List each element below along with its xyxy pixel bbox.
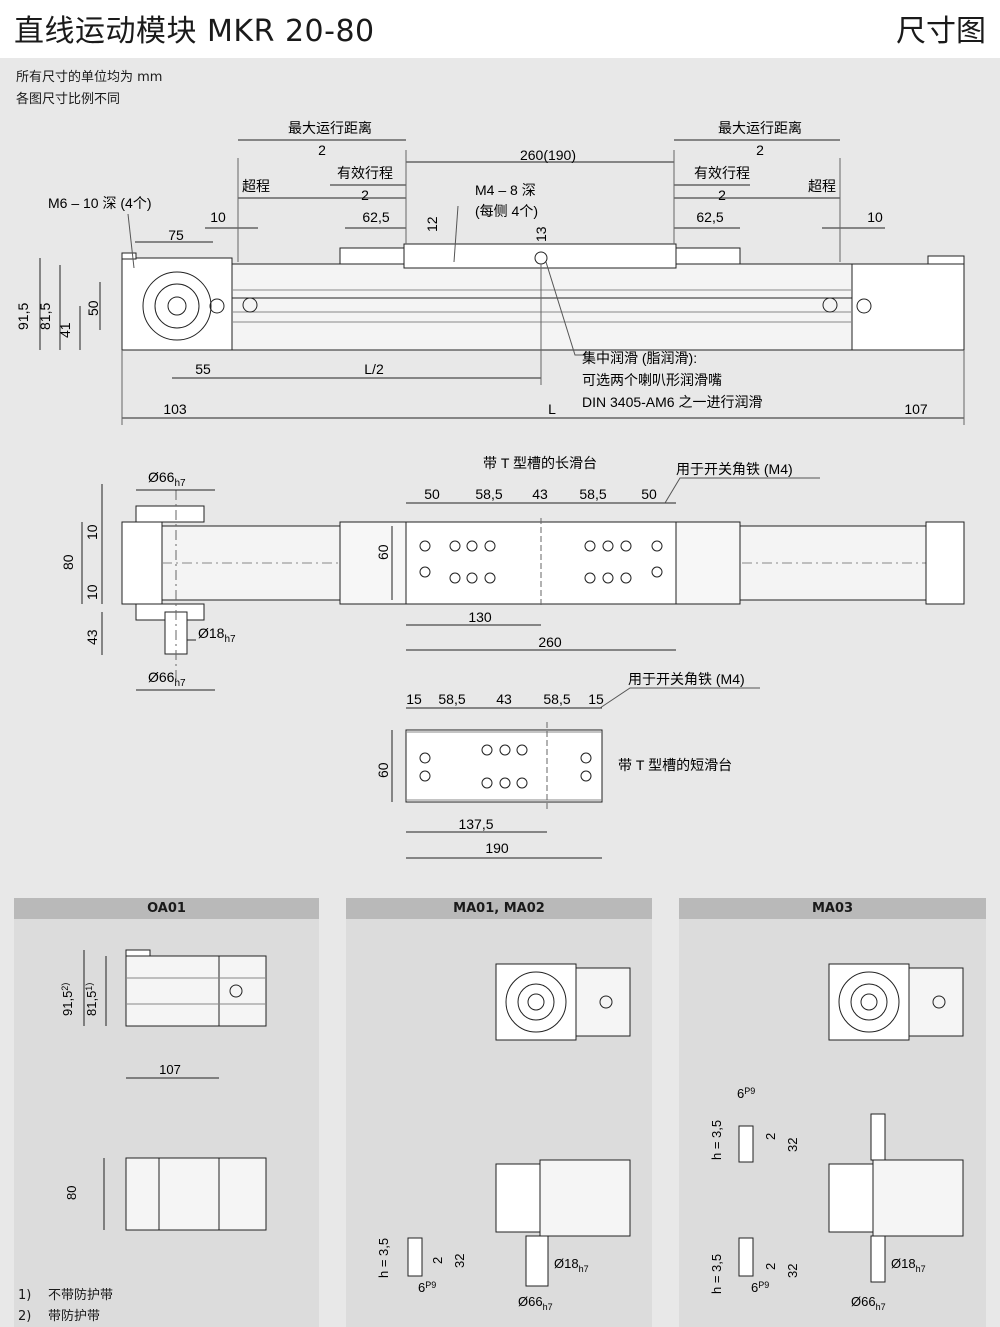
unit-note: 所有尺寸的单位均为 mm bbox=[16, 70, 163, 85]
ma03-dim-32-bottom: 32 bbox=[785, 1264, 800, 1278]
ma01-drawing: h = 3,5 2 32 6P9 Ø18h7 Ø66h7 bbox=[376, 963, 631, 1312]
lube-note-1: 集中润滑 (脂润滑): bbox=[582, 350, 697, 366]
max-travel-right-label: 最大运行距离 bbox=[718, 120, 802, 136]
scale-note: 各图尺寸比例不同 bbox=[16, 92, 121, 107]
dim-55: 55 bbox=[195, 361, 211, 377]
dim-15-a: 15 bbox=[406, 691, 422, 707]
dia-66-bottom: Ø66h7 bbox=[148, 669, 186, 689]
m4-note-2: (每侧 4个) bbox=[475, 203, 538, 219]
ma01-dim-2: 2 bbox=[430, 1257, 445, 1264]
panel-ma03: MA03 h = 3,5 2 32 6P9 h = 3,5 2 32 6P9 Ø… bbox=[679, 898, 986, 1327]
dim-43-a: 43 bbox=[532, 486, 548, 502]
dim-62-left: 62,5 bbox=[362, 209, 389, 225]
dim-81-5: 81,5 bbox=[37, 303, 53, 330]
dim-62-right: 62,5 bbox=[696, 209, 723, 225]
m6-note: M6 – 10 深 (4个) bbox=[48, 195, 151, 211]
dia-18: Ø18h7 bbox=[198, 625, 236, 645]
dim-58-5-c: 58,5 bbox=[438, 691, 465, 707]
ma01-dia-18: Ø18h7 bbox=[554, 1256, 589, 1274]
ma01-dia-66: Ø66h7 bbox=[518, 1294, 553, 1312]
dim-75: 75 bbox=[168, 227, 184, 243]
dim-130: 130 bbox=[468, 609, 492, 625]
ma01-dim-32: 32 bbox=[452, 1254, 467, 1268]
footnote-1: 1)不带防护带 bbox=[18, 1288, 114, 1303]
header: 直线运动模块 MKR 20-80 尺寸图 bbox=[0, 0, 1000, 58]
oa01-dim-81-5: 81,51) bbox=[84, 983, 99, 1016]
max-travel-left-value: 2 bbox=[318, 142, 326, 158]
dim-58-5-a: 58,5 bbox=[475, 486, 502, 502]
dim-10-right: 10 bbox=[867, 209, 883, 225]
overtravel-right-label: 超程 bbox=[808, 178, 836, 194]
panel-oa01-title: OA01 bbox=[14, 898, 319, 919]
oa01-dim-80: 80 bbox=[64, 1186, 79, 1200]
section-title: 尺寸图 bbox=[896, 14, 986, 49]
footnote-2: 2)带防护带 bbox=[18, 1309, 101, 1324]
page-title: 直线运动模块 MKR 20-80 bbox=[14, 14, 375, 49]
ma03-dim-6-bottom: 6P9 bbox=[751, 1280, 769, 1295]
effective-left-label: 有效行程 bbox=[337, 165, 393, 181]
oa01-dim-91-5: 91,52) bbox=[60, 983, 75, 1016]
overtravel-left-label: 超程 bbox=[242, 178, 270, 194]
dim-60-short: 60 bbox=[375, 762, 391, 778]
ma03-dim-2-top: 2 bbox=[763, 1133, 778, 1140]
panel-oa01: OA01 91,52) 81,51) 107 80 bbox=[14, 898, 319, 1327]
main-drawing: 最大运行距离 2 最大运行距离 2 260(190) 有效行程 2 有效行程 2… bbox=[15, 120, 965, 859]
ma03-dia-66: Ø66h7 bbox=[851, 1294, 886, 1312]
dim-50-b: 50 bbox=[641, 486, 657, 502]
dim-10-top: 10 bbox=[84, 524, 100, 540]
ma03-dim-32-top: 32 bbox=[785, 1138, 800, 1152]
ma03-h35-bottom: h = 3,5 bbox=[709, 1254, 724, 1294]
max-travel-right-value: 2 bbox=[756, 142, 764, 158]
ma01-dim-6: 6P9 bbox=[418, 1280, 436, 1295]
dim-58-5-b: 58,5 bbox=[579, 486, 606, 502]
short-switch-label: 用于开关角铁 (M4) bbox=[628, 671, 745, 687]
dim-91-5: 91,5 bbox=[15, 303, 31, 330]
ma03-h35-top: h = 3,5 bbox=[709, 1120, 724, 1160]
dim-l-half: L/2 bbox=[364, 361, 384, 377]
panel-ma01-ma02: MA01, MA02 h = 3,5 2 32 6P9 Ø18h7 Ø66h7 bbox=[346, 898, 652, 1327]
dim-13: 13 bbox=[533, 226, 549, 242]
dim-50-a: 50 bbox=[424, 486, 440, 502]
dim-58-5-d: 58,5 bbox=[543, 691, 570, 707]
dim-10-bottom: 10 bbox=[84, 584, 100, 600]
dim-60-long: 60 bbox=[375, 544, 391, 560]
dim-10-left: 10 bbox=[210, 209, 226, 225]
dim-12: 12 bbox=[424, 216, 440, 232]
lube-note-3: DIN 3405-AM6 之一进行润滑 bbox=[582, 394, 762, 410]
lube-note-2: 可选两个喇叭形润滑嘴 bbox=[582, 372, 722, 388]
dim-260: 260 bbox=[538, 634, 562, 650]
dim-137-5: 137,5 bbox=[458, 816, 493, 832]
ma01-h35: h = 3,5 bbox=[376, 1238, 391, 1278]
switch-bracket-label: 用于开关角铁 (M4) bbox=[676, 461, 793, 477]
ma03-dim-6-top: 6P9 bbox=[737, 1086, 755, 1101]
effective-right-label: 有效行程 bbox=[694, 165, 750, 181]
short-slide-label: 带 T 型槽的短滑台 bbox=[618, 757, 732, 773]
dim-190: 190 bbox=[485, 840, 509, 856]
ma03-dia-18: Ø18h7 bbox=[891, 1256, 926, 1274]
dim-43-v: 43 bbox=[84, 629, 100, 645]
dim-41: 41 bbox=[57, 322, 73, 338]
dim-15-b: 15 bbox=[588, 691, 604, 707]
ma03-drawing: h = 3,5 2 32 6P9 h = 3,5 2 32 6P9 Ø18h7 … bbox=[709, 963, 964, 1312]
dim-43-b: 43 bbox=[496, 691, 512, 707]
dim-50: 50 bbox=[85, 300, 101, 316]
dia-66-top: Ø66h7 bbox=[148, 469, 186, 489]
effective-left-value: 2 bbox=[361, 187, 369, 203]
center-dimension: 260(190) bbox=[520, 147, 576, 163]
long-slide-label: 带 T 型槽的长滑台 bbox=[483, 455, 597, 471]
ma03-dim-2-bottom: 2 bbox=[763, 1263, 778, 1270]
panel-ma01-title: MA01, MA02 bbox=[346, 898, 652, 919]
dim-l: L bbox=[548, 401, 556, 417]
dim-80: 80 bbox=[60, 554, 76, 570]
dim-103: 103 bbox=[163, 401, 187, 417]
panel-ma03-title: MA03 bbox=[679, 898, 986, 919]
m4-note-1: M4 – 8 深 bbox=[475, 182, 536, 198]
oa01-drawing: 91,52) 81,51) 107 80 bbox=[60, 949, 267, 1231]
oa01-dim-107: 107 bbox=[159, 1062, 181, 1077]
max-travel-left-label: 最大运行距离 bbox=[288, 120, 372, 136]
effective-right-value: 2 bbox=[718, 187, 726, 203]
dim-107: 107 bbox=[904, 401, 928, 417]
